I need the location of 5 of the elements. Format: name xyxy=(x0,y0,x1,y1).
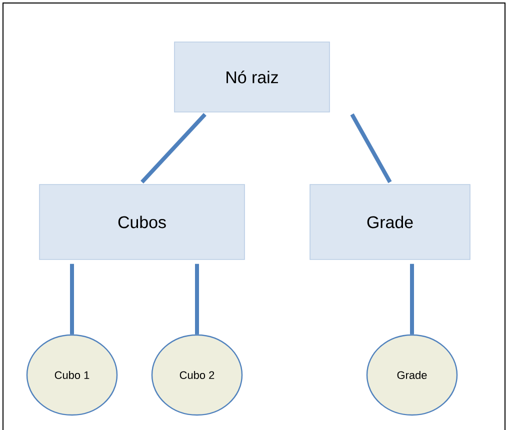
tree-node-box: Grade xyxy=(310,184,470,260)
tree-node-box: Cubos xyxy=(39,184,245,260)
connector-line xyxy=(140,113,206,184)
tree-node-box: Nó raiz xyxy=(174,42,330,112)
connector-line xyxy=(350,113,392,184)
